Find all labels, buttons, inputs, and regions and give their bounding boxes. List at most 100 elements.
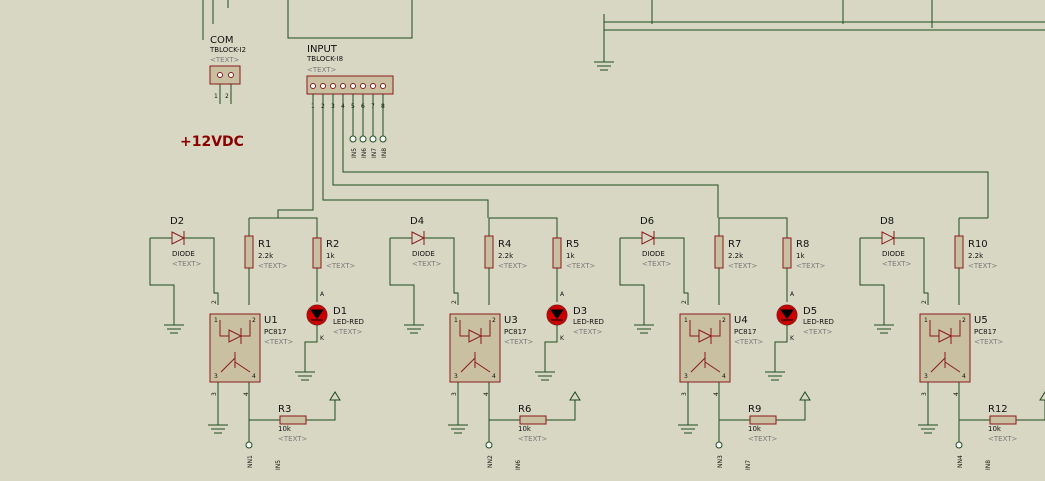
channel: D4DIODE<TEXT>R42.2k<TEXT>R51k<TEXT>AKD3L… — [389, 216, 604, 470]
input-terminal[interactable] — [379, 135, 387, 143]
opto-led — [929, 320, 961, 344]
output-terminal[interactable] — [715, 441, 723, 449]
input-terminal-label: IN7 — [371, 148, 378, 158]
opto-text: <TEXT> — [974, 338, 1004, 346]
opto-part: PC817 — [974, 328, 996, 336]
ground-symbol — [208, 424, 228, 434]
opto-part: PC817 — [264, 328, 286, 336]
opto-pin-outside: 3 — [921, 392, 928, 396]
wire — [304, 325, 318, 372]
resistor-r-a[interactable] — [244, 235, 254, 269]
diode-symbol[interactable] — [881, 231, 896, 245]
resistor-r-a[interactable] — [954, 235, 964, 269]
resistor-ref: R6 — [518, 404, 531, 415]
opto-pin: 2 — [252, 317, 256, 324]
resistor-r-c[interactable] — [279, 415, 307, 425]
diode-symbol[interactable] — [641, 231, 656, 245]
resistor-value: 1k — [796, 252, 805, 260]
led-diode-mark — [550, 309, 564, 321]
ground-symbol — [404, 324, 424, 334]
power-arrow — [1039, 391, 1045, 401]
ground-symbol — [448, 424, 468, 434]
led-anode-pin: A — [320, 291, 325, 298]
resistor-r-b[interactable] — [552, 237, 562, 269]
opto-text: <TEXT> — [504, 338, 534, 346]
output-terminal[interactable] — [245, 441, 253, 449]
input-terminal[interactable] — [369, 135, 377, 143]
opto-transistor — [690, 352, 721, 373]
opto-pin-outside: 3 — [211, 392, 218, 396]
resistor-value: 2.2k — [498, 252, 514, 260]
input-pin-hole — [380, 83, 386, 89]
diode-part: DIODE — [882, 250, 905, 258]
resistor-value: 10k — [748, 425, 762, 433]
input-terminal[interactable] — [349, 135, 357, 143]
wire — [958, 217, 988, 236]
led-part: LED-RED — [803, 318, 834, 326]
com-part: TBLOCK-I2 — [209, 46, 246, 54]
resistor-ref: R10 — [968, 239, 988, 250]
input-pin-hole — [320, 83, 326, 89]
resistor-r-c[interactable] — [519, 415, 547, 425]
resistor-value: 1k — [566, 252, 575, 260]
diode-ref: D6 — [640, 216, 654, 227]
resistor-r-b[interactable] — [312, 237, 322, 269]
wire — [544, 325, 558, 372]
led-cathode-pin: K — [560, 335, 565, 342]
opto-led — [219, 320, 251, 344]
input-terminal-label: IN6 — [361, 148, 368, 158]
diode-text: <TEXT> — [882, 260, 912, 268]
net-label-b: IN8 — [985, 460, 992, 470]
resistor-value: 2.2k — [968, 252, 984, 260]
resistor-r-c[interactable] — [749, 415, 777, 425]
led-part: LED-RED — [333, 318, 364, 326]
top-wiring — [202, 0, 1045, 62]
optocoupler-body[interactable] — [449, 313, 501, 383]
led-diode-mark — [780, 309, 794, 321]
com-terminal-block[interactable]: COM TBLOCK-I2 <TEXT> 1 2 — [209, 35, 246, 104]
diode-symbol[interactable] — [171, 231, 186, 245]
channel: D6DIODE<TEXT>R72.2k<TEXT>R81k<TEXT>AKD5L… — [619, 216, 834, 470]
opto-pin-outside: 4 — [953, 392, 960, 396]
output-terminal[interactable] — [485, 441, 493, 449]
resistor-r-a[interactable] — [484, 235, 494, 269]
opto-ref: U5 — [974, 315, 988, 326]
resistor-ref: R12 — [988, 404, 1008, 415]
com-text: <TEXT> — [210, 56, 240, 64]
net-label-a: NN1 — [247, 455, 254, 468]
opto-pin: 4 — [722, 373, 726, 380]
resistor-r-a[interactable] — [714, 235, 724, 269]
opto-pin-outside: 4 — [483, 392, 490, 396]
resistor-r-c[interactable] — [989, 415, 1017, 425]
opto-pin: 3 — [214, 373, 218, 380]
opto-pin-outside: 3 — [681, 392, 688, 396]
opto-pin-outside: 2 — [921, 300, 928, 304]
resistor-text: <TEXT> — [988, 435, 1018, 443]
input-terminal[interactable] — [359, 135, 367, 143]
resistor-value: 10k — [518, 425, 532, 433]
output-terminal[interactable] — [955, 441, 963, 449]
diode-text: <TEXT> — [412, 260, 442, 268]
input-pin-hole — [360, 83, 366, 89]
opto-text: <TEXT> — [734, 338, 764, 346]
optocoupler-body[interactable] — [919, 313, 971, 383]
net-label-a: NN4 — [957, 455, 964, 468]
led-part: LED-RED — [573, 318, 604, 326]
optocoupler-body[interactable] — [679, 313, 731, 383]
wire — [278, 217, 318, 238]
resistor-r-b[interactable] — [782, 237, 792, 269]
wire — [150, 237, 219, 305]
optocoupler-body[interactable] — [209, 313, 261, 383]
wire — [718, 217, 748, 236]
led-text: <TEXT> — [803, 328, 833, 336]
channels: D2DIODE<TEXT>R12.2k<TEXT>R21k<TEXT>AKD1L… — [149, 216, 1045, 470]
diode-symbol[interactable] — [411, 231, 426, 245]
ground-top — [594, 61, 614, 71]
diode-ref: D2 — [170, 216, 184, 227]
power-arrow — [329, 391, 341, 401]
resistor-ref: R2 — [326, 239, 339, 250]
